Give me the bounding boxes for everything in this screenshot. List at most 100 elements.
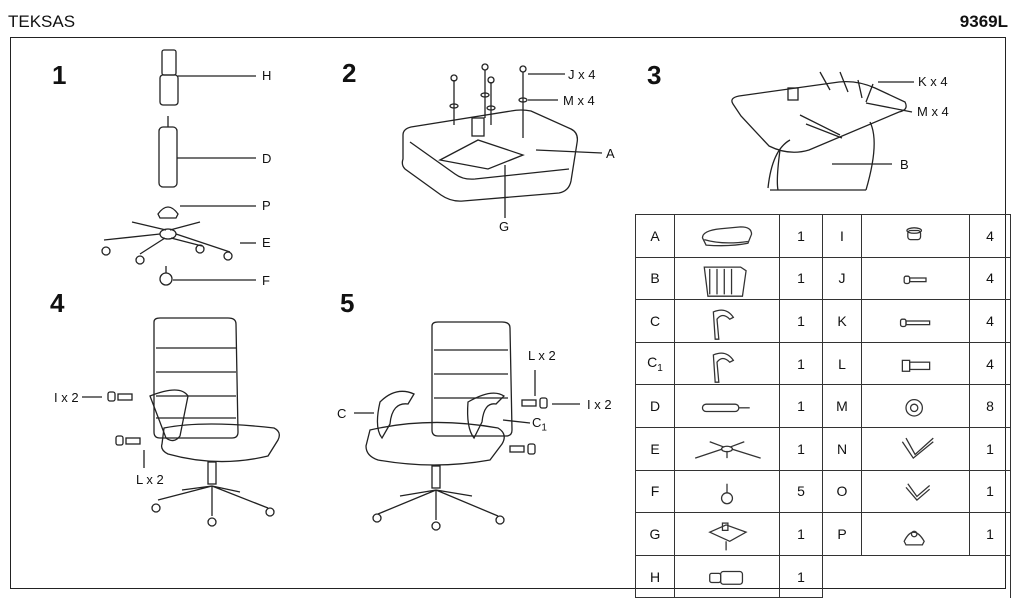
label-c1: C1 xyxy=(532,415,547,434)
part-quantity: 1 xyxy=(779,341,823,386)
part-letter: J xyxy=(822,256,862,301)
allen-key-small-icon xyxy=(905,483,930,502)
part-quantity: 4 xyxy=(969,214,1011,258)
label-f: F xyxy=(262,273,270,288)
part-image xyxy=(861,214,970,258)
label-m4-step2: M x 4 xyxy=(563,93,595,108)
part-image xyxy=(674,214,780,258)
part-letter: I xyxy=(822,214,862,258)
part-quantity: 1 xyxy=(779,512,823,556)
caster-illustration xyxy=(159,266,256,286)
label-i2-step4: I x 2 xyxy=(54,390,79,405)
caster-icon xyxy=(720,484,734,505)
part-quantity: 1 xyxy=(969,469,1011,514)
step-number-2: 2 xyxy=(342,58,357,88)
part-image xyxy=(861,469,970,514)
label-j4: J x 4 xyxy=(568,67,596,82)
gas-cylinder-illustration xyxy=(158,116,256,188)
part-letter: D xyxy=(635,384,675,428)
part-image xyxy=(674,554,780,598)
part-quantity: 1 xyxy=(779,426,823,471)
product-code: 9369L xyxy=(959,12,1008,31)
gas-cylinder-icon xyxy=(701,403,750,413)
part-letter: N xyxy=(822,426,862,471)
part-image xyxy=(674,299,780,343)
part-letter: L xyxy=(822,341,862,386)
part-image xyxy=(861,384,970,428)
part-image xyxy=(861,256,970,301)
mechanism-icon xyxy=(708,522,748,551)
armrest-icon xyxy=(712,352,735,383)
part-letter: H xyxy=(635,554,675,598)
long-bolt-icon xyxy=(899,318,930,328)
part-letter: O xyxy=(822,469,862,514)
part-image xyxy=(861,426,970,471)
part-letter: M xyxy=(822,384,862,428)
label-l2-step4: L x 2 xyxy=(136,472,164,487)
part-quantity: 4 xyxy=(969,256,1011,301)
part-letter: C1 xyxy=(635,341,675,386)
backrest-icon xyxy=(703,266,747,298)
label-p: P xyxy=(262,198,271,213)
part-quantity: 1 xyxy=(969,426,1011,471)
part-letter: F xyxy=(635,469,675,514)
brand-name: TEKSAS xyxy=(8,12,76,31)
label-i2-step5: I x 2 xyxy=(587,397,612,412)
step-number-1: 1 xyxy=(52,60,67,90)
part-quantity: 8 xyxy=(969,384,1011,428)
label-d: D xyxy=(262,151,272,166)
part-image xyxy=(674,384,780,428)
part-quantity: 1 xyxy=(779,299,823,343)
part-letter xyxy=(822,554,862,598)
part-letter: P xyxy=(822,512,862,556)
part-letter: A xyxy=(635,214,675,258)
back-attach-illustration xyxy=(731,71,914,191)
washer-icon xyxy=(904,399,923,417)
part-image xyxy=(861,299,970,343)
part-quantity: 1 xyxy=(779,214,823,258)
armrest-icon xyxy=(712,309,735,340)
part-image xyxy=(674,256,780,301)
dust-cover-illustration xyxy=(157,205,256,219)
label-e: E xyxy=(262,235,271,250)
allen-key-large-icon xyxy=(901,437,934,459)
step-number-4: 4 xyxy=(50,288,65,318)
part-quantity: 1 xyxy=(779,256,823,301)
label-c: C xyxy=(337,406,347,421)
part-quantity: 1 xyxy=(779,384,823,428)
part-quantity: 5 xyxy=(779,469,823,514)
label-a: A xyxy=(606,146,615,161)
step-number-3: 3 xyxy=(647,60,662,90)
chair-step4-illustration xyxy=(82,317,280,527)
part-image xyxy=(861,512,970,556)
label-h: H xyxy=(262,68,272,83)
cap-icon xyxy=(905,226,922,241)
part-image xyxy=(861,341,970,386)
part-image xyxy=(674,512,780,556)
label-b: B xyxy=(900,157,909,172)
label-l2-step5: L x 2 xyxy=(528,348,556,363)
cylinder-cover-illustration xyxy=(159,49,256,106)
label-k4: K x 4 xyxy=(918,74,948,89)
hex-bolt-icon xyxy=(901,359,930,372)
part-letter: G xyxy=(635,512,675,556)
dust-cover-icon xyxy=(902,530,925,546)
part-letter: K xyxy=(822,299,862,343)
part-image xyxy=(674,469,780,514)
seat-icon xyxy=(701,226,753,247)
part-quantity xyxy=(969,554,1011,598)
label-g: G xyxy=(499,219,510,234)
part-quantity: 4 xyxy=(969,341,1011,386)
cylinder-cover-icon xyxy=(709,570,744,585)
step-number-5: 5 xyxy=(340,288,355,318)
part-quantity: 4 xyxy=(969,299,1011,343)
part-image xyxy=(674,426,780,471)
star-base-icon xyxy=(694,440,761,459)
